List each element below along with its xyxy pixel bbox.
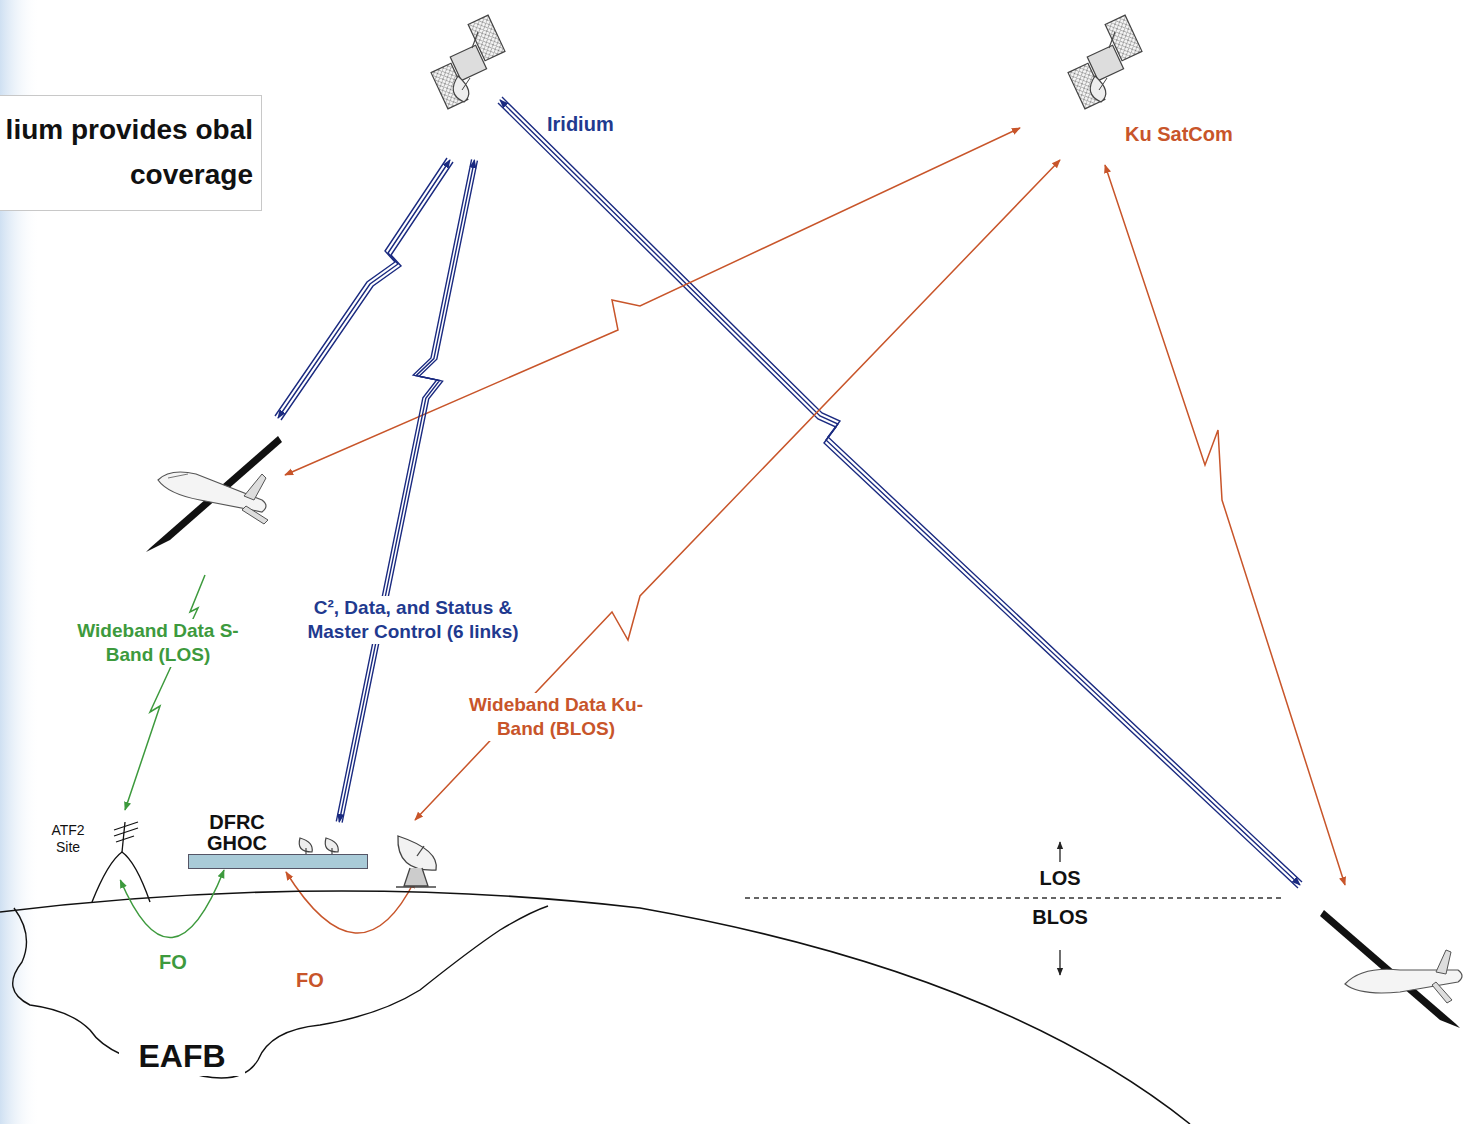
fiber-label: FO bbox=[287, 968, 333, 993]
node-text: Iridium bbox=[547, 113, 614, 136]
edge-label: FO bbox=[150, 950, 196, 975]
link-label: Wideband Data S-Band (LOS) bbox=[60, 619, 256, 667]
satellite-node: Ku SatCom bbox=[1060, 25, 1290, 160]
link-connector bbox=[120, 870, 224, 938]
operations-center: DFRC GHOC bbox=[188, 822, 368, 870]
link-label: Wideband Data Ku-Band (BLOS) bbox=[448, 693, 664, 741]
node-text: lium provides obal coverage bbox=[3, 108, 253, 198]
node-text: Ku SatCom bbox=[1125, 123, 1233, 146]
callout-box: lium provides obal coverage bbox=[0, 95, 262, 211]
building-bar bbox=[188, 854, 368, 869]
region-label: LOS bbox=[1027, 866, 1093, 891]
satellite-node: Iridium bbox=[425, 25, 650, 160]
fiber-line bbox=[120, 870, 224, 938]
base-label: EAFB bbox=[119, 1036, 245, 1076]
node-text: ATF2 Site bbox=[48, 822, 88, 856]
node-text: DFRC GHOC bbox=[202, 812, 272, 854]
region-label: BLOS bbox=[1022, 905, 1098, 930]
edge-label: C², Data, and Status & Master Control (6… bbox=[292, 596, 534, 644]
site-node: ATF2 Site bbox=[40, 820, 150, 880]
